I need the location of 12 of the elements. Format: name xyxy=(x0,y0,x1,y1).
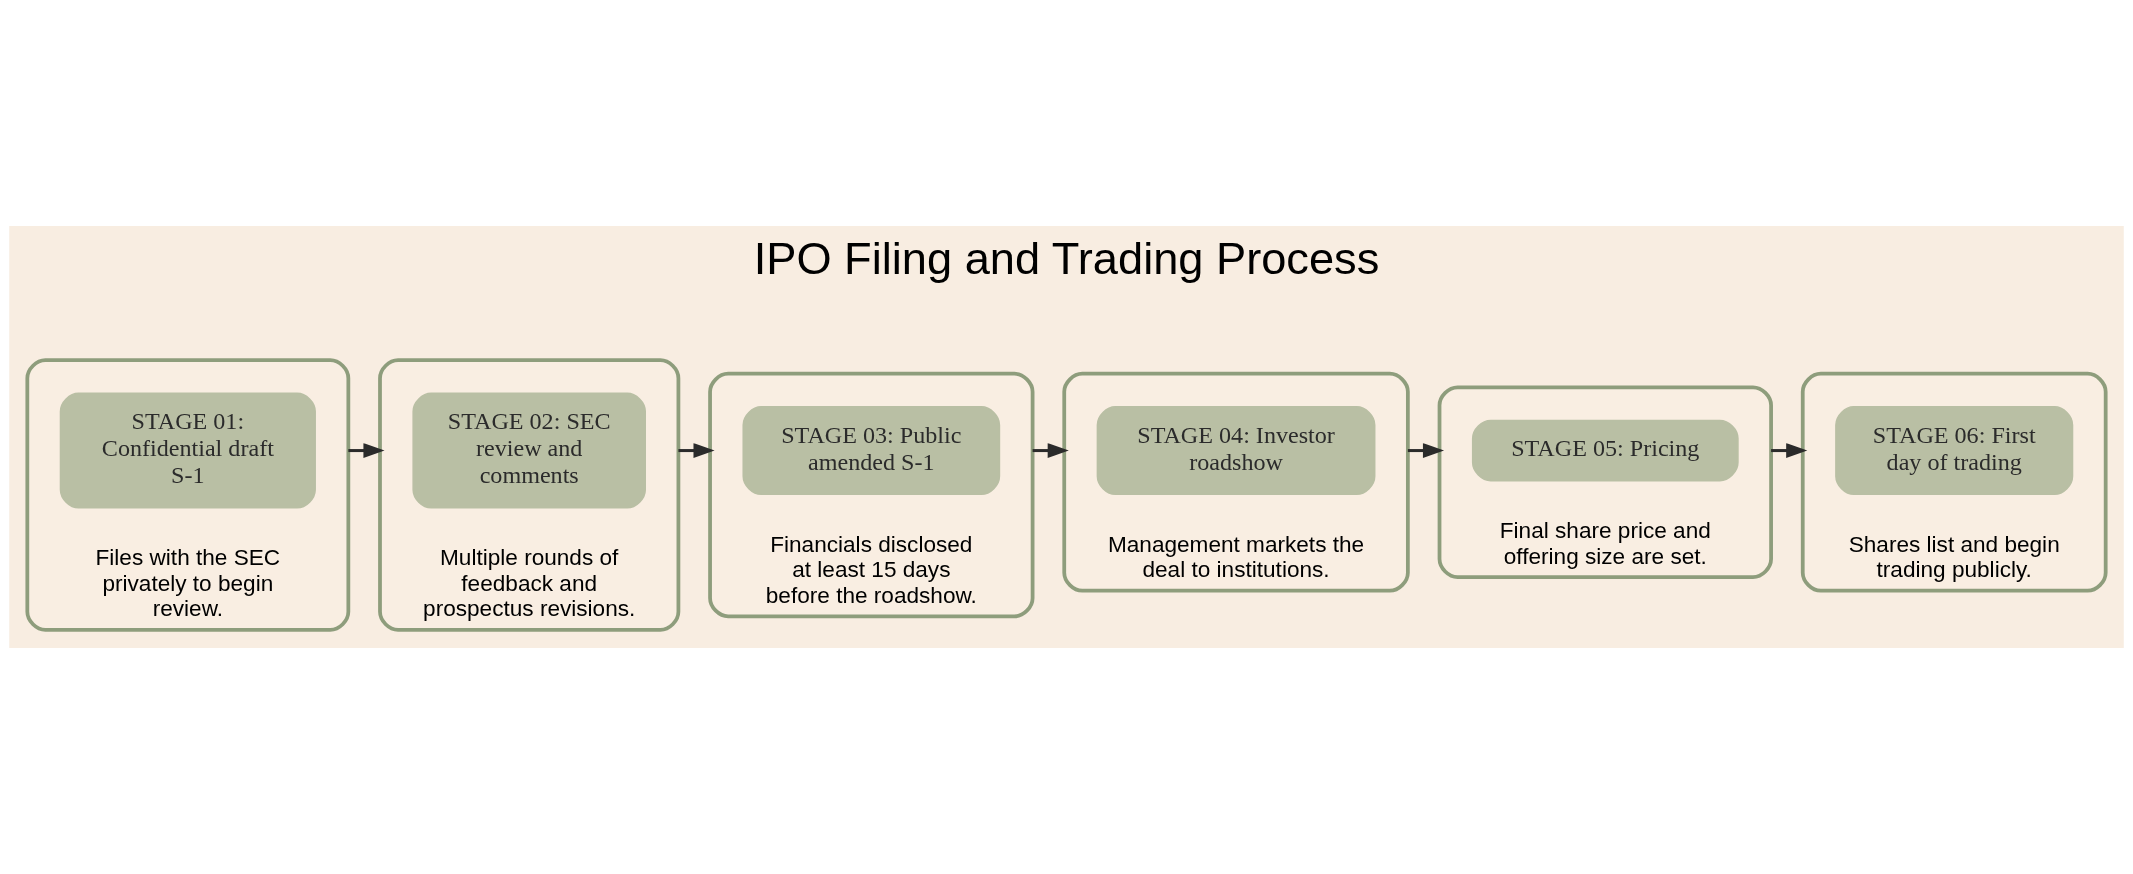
diagram-title: IPO Filing and Trading Process xyxy=(753,233,1380,285)
node-box: STAGE 02: SEC review and comments xyxy=(412,392,646,509)
arrow xyxy=(1032,443,1069,458)
arrow xyxy=(678,443,715,458)
node-box: STAGE 01: Confidential draft S-1 xyxy=(59,392,316,509)
node-box: STAGE 04: Investor roadshow xyxy=(1096,406,1376,496)
arrow xyxy=(1407,443,1445,458)
arrow xyxy=(348,443,385,458)
arrow xyxy=(1771,443,1808,458)
node-box: STAGE 05: Pricing xyxy=(1471,419,1739,482)
node-box: STAGE 03: Public amended S-1 xyxy=(742,406,1001,496)
node-box: STAGE 06: First day of trading xyxy=(1835,406,2074,496)
